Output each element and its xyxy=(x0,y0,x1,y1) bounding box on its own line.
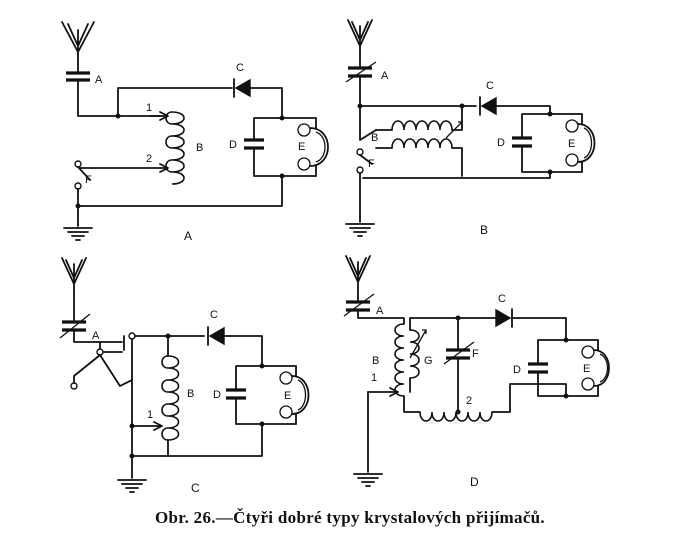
crystal-detector-label: C xyxy=(498,293,506,305)
headphones-label: E xyxy=(298,141,305,153)
antenna-symbol xyxy=(345,255,371,289)
tuning-coil xyxy=(165,111,185,185)
tuning-coil-label: B xyxy=(187,388,194,400)
phone-capacitor-label: D xyxy=(497,137,505,149)
phone-capacitor-label: D xyxy=(213,389,221,401)
tuning-capacitor xyxy=(443,341,475,365)
ground-symbol xyxy=(345,223,375,237)
ground-symbol xyxy=(353,473,383,487)
phone-capacitor-label: D xyxy=(513,364,521,376)
variometer-label: G xyxy=(424,355,433,367)
headphones-label: E xyxy=(284,390,291,402)
ground-symbol xyxy=(117,479,147,493)
variometer-label: B xyxy=(371,132,378,144)
phone-circuit xyxy=(512,111,596,175)
crystal-detector-label: C xyxy=(486,80,494,92)
variable-antenna-capacitor xyxy=(59,313,91,339)
variometer-coil xyxy=(409,329,427,379)
antenna-capacitor-label: A xyxy=(381,70,389,82)
phone-circuit xyxy=(244,115,329,179)
variable-antenna-capacitor xyxy=(343,293,375,317)
crystal-detector-label: C xyxy=(210,309,218,321)
antenna-capacitor-label: A xyxy=(376,305,384,317)
tap-1-label: 1 xyxy=(371,372,377,384)
crystal-detector xyxy=(495,308,513,328)
phone-circuit xyxy=(226,363,310,427)
phone-capacitor-label: D xyxy=(229,139,237,151)
antenna-capacitor-label: A xyxy=(92,330,100,342)
tuning-capacitor-label: F xyxy=(472,348,479,360)
antenna-symbol xyxy=(61,257,87,291)
circuit-b: A C B F xyxy=(345,19,596,237)
panel-a-label: A xyxy=(184,229,192,243)
variometer-coil xyxy=(391,120,463,149)
antenna-symbol xyxy=(347,19,373,53)
antenna-capacitor xyxy=(66,71,90,82)
panel-b-label: B xyxy=(480,223,488,237)
tap-1-label: 1 xyxy=(147,409,153,421)
figure-caption: Obr. 26.—Čtyři dobré typy krystalových p… xyxy=(155,508,545,527)
variable-antenna-capacitor xyxy=(345,61,377,83)
headphones-label: E xyxy=(568,138,575,150)
crystal-detector xyxy=(479,96,497,116)
circuit-c: A C B 1 xyxy=(59,257,310,495)
crystal-detector xyxy=(207,326,225,346)
coil-b-label: B xyxy=(372,355,379,367)
tap-2-label: 2 xyxy=(146,153,152,165)
panel-d-label: D xyxy=(470,475,479,489)
switch-f-label: F xyxy=(85,174,92,186)
antenna-symbol xyxy=(61,21,95,59)
tuning-coil-label: B xyxy=(196,142,203,154)
crystal-detector xyxy=(233,78,251,98)
antenna-capacitor-label: A xyxy=(95,74,103,86)
tap-2-label: 2 xyxy=(466,395,472,407)
panel-c-label: C xyxy=(191,481,200,495)
primary-coil xyxy=(394,323,405,397)
switch-f-label: F xyxy=(368,158,375,170)
headphones-label: E xyxy=(583,363,590,375)
circuit-a: A C 1 B 2 F xyxy=(61,21,329,243)
phone-circuit xyxy=(528,337,610,399)
ground-symbol xyxy=(63,227,93,241)
tap-1-label: 1 xyxy=(146,102,152,114)
circuit-d: A B G 1 2 F xyxy=(343,255,610,489)
tuning-coil xyxy=(161,355,180,441)
crystal-detector-label: C xyxy=(236,62,244,74)
